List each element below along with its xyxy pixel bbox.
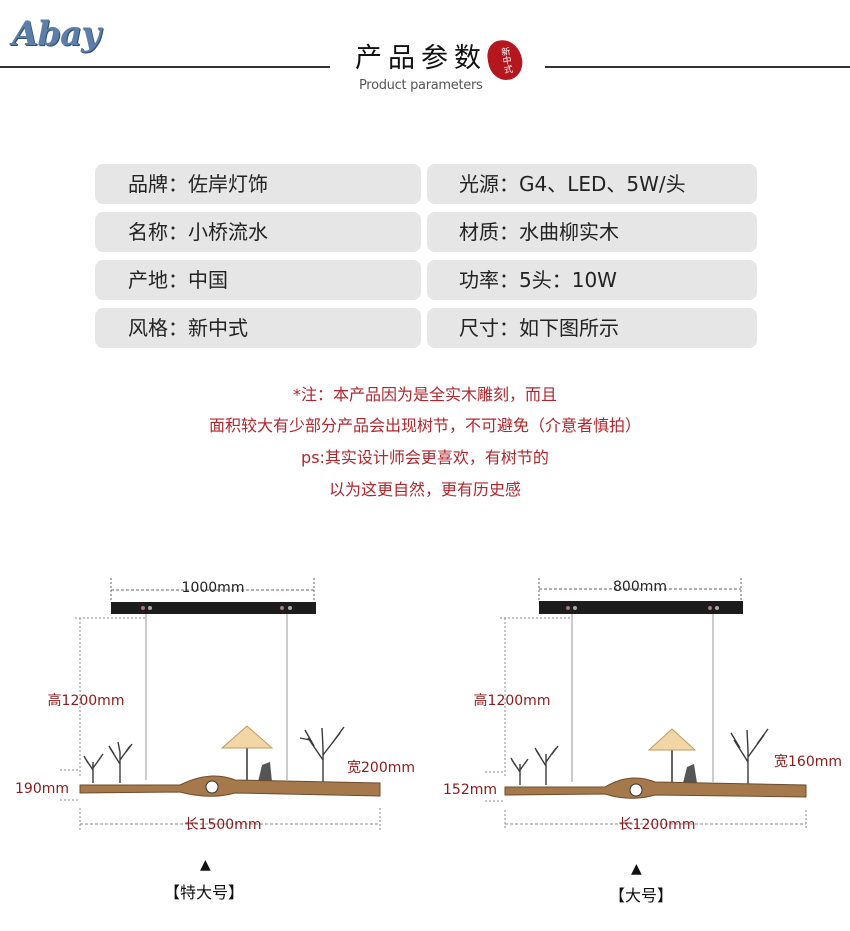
xl-width-label: 1000mm — [182, 580, 245, 596]
l-thickness-label: 152mm — [443, 782, 497, 798]
xl-trees — [83, 726, 345, 783]
param-material: 材质：水曲柳实木 — [427, 212, 757, 252]
xl-height-label: 高1200mm — [48, 692, 125, 709]
l-figure — [683, 764, 697, 783]
xl-figure — [258, 762, 272, 782]
l-width-label: 800mm — [613, 579, 667, 595]
l-wood-body — [504, 777, 807, 799]
dimension-diagrams: 1000mm 高1200mm 190mm 宽200mm — [15, 578, 842, 833]
l-ceiling-plate — [539, 601, 743, 614]
param-power: 功率：5头：10W — [427, 260, 757, 300]
section-subtitle: Product parameters — [359, 78, 483, 93]
xl-ceiling-plate — [111, 602, 316, 614]
l-trees — [510, 728, 769, 785]
l-lamp-shade — [647, 728, 697, 751]
note-line-1: *注：本产品因为是全实木雕刻，而且 — [292, 385, 557, 404]
lamp-xl-diagram: 1000mm 高1200mm 190mm 宽200mm — [15, 578, 415, 833]
size-label-l: 【大号】 — [609, 886, 674, 905]
note-line-3: ps:其实设计师会更喜欢，有树节的 — [301, 448, 549, 467]
section-title: 产品参数 — [355, 43, 487, 74]
param-origin: 产地：中国 — [95, 260, 421, 300]
xl-lamp-shade — [220, 725, 274, 749]
lamp-l-diagram: 800mm 高1200mm 152mm 宽160mm 长1200mm — [443, 578, 842, 833]
l-depth-label: 宽160mm — [774, 753, 842, 770]
header-rule-right — [545, 66, 850, 68]
note-line-2: 面积较大有少部分产品会出现树节，不可避免（介意者慎拍） — [208, 416, 641, 435]
xl-depth-label: 宽200mm — [347, 759, 415, 776]
param-style: 风格：新中式 — [95, 308, 421, 348]
pointer-triangle-icon: ▲ — [631, 861, 642, 877]
xl-length-label: 长1500mm — [185, 817, 262, 833]
param-brand: 品牌：佐岸灯饰 — [95, 164, 421, 204]
l-height-label: 高1200mm — [474, 692, 551, 709]
pointer-triangle-icon: ▲ — [200, 857, 211, 873]
param-light-source: 光源：G4、LED、5W/头 — [427, 164, 757, 204]
brand-logo: Abay — [12, 14, 101, 54]
size-label-xl: 【特大号】 — [164, 883, 245, 902]
xl-thickness-label: 190mm — [15, 781, 69, 797]
seal-stamp: 新中式 — [485, 37, 525, 83]
param-size: 尺寸：如下图所示 — [427, 308, 757, 348]
header-rule-left — [0, 66, 330, 68]
xl-wood-body — [79, 775, 381, 797]
l-length-label: 长1200mm — [619, 817, 696, 833]
param-name: 名称：小桥流水 — [95, 212, 421, 252]
note-line-4: 以为这更自然，更有历史感 — [328, 480, 521, 499]
